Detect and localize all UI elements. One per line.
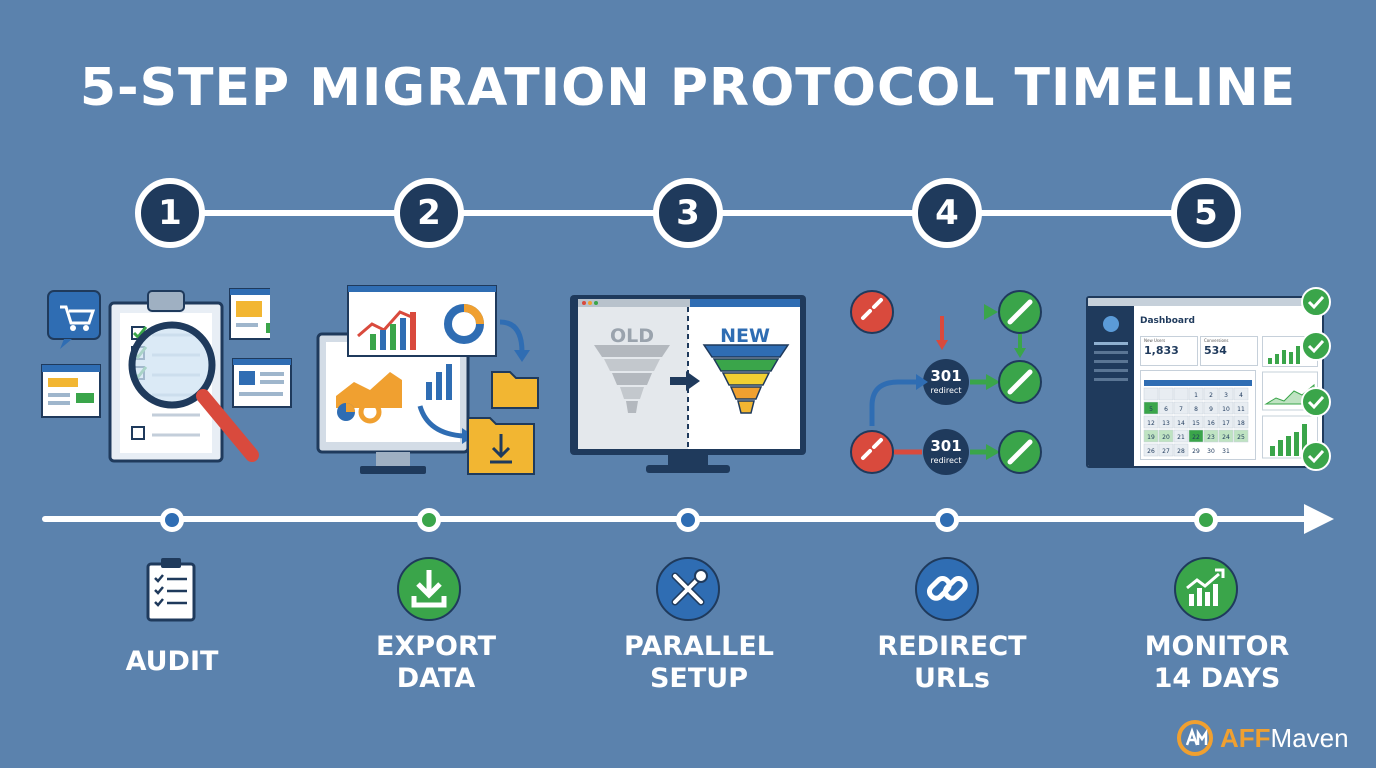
check-badges — [1301, 287, 1331, 471]
timeline-arrowhead — [1304, 504, 1334, 534]
calendar-day: 11 — [1237, 406, 1245, 413]
calendar-day: 6 — [1164, 406, 1168, 413]
calendar-day: 29 — [1192, 448, 1200, 455]
calendar-day: 24 — [1222, 434, 1230, 441]
calendar-day: 12 — [1147, 420, 1155, 427]
timeline-dot-1 — [160, 508, 184, 532]
step-1-number: 1 — [135, 178, 205, 248]
calendar-day: 25 — [1237, 434, 1245, 441]
calendar-day: 31 — [1222, 448, 1230, 455]
step-4-number: 4 — [912, 178, 982, 248]
dashboard-title: Dashboard — [1140, 316, 1195, 326]
timeline-dot-3 — [676, 508, 700, 532]
page-title: 5-STEP MIGRATION PROTOCOL TIMELINE — [79, 58, 1297, 118]
calendar-day: 13 — [1162, 420, 1170, 427]
audit-illustration — [41, 288, 270, 463]
calendar-day: 8 — [1194, 406, 1198, 413]
calendar-day: 9 — [1209, 406, 1213, 413]
audit-doc-icon — [232, 358, 292, 408]
calendar-day: 18 — [1237, 420, 1245, 427]
affmaven-logo-text: AFFMaven — [1220, 722, 1349, 753]
calendar-day: 21 — [1177, 434, 1185, 441]
affmaven-logo-icon — [1177, 720, 1213, 756]
metric-card-users: New Users 1,833 — [1140, 336, 1198, 366]
export-data-illustration — [316, 285, 539, 475]
calendar-day: 2 — [1209, 392, 1213, 399]
step-3-number: 3 — [653, 178, 723, 248]
calendar-day: 17 — [1222, 420, 1230, 427]
dashboard-sidebar — [1088, 306, 1134, 466]
calendar-day: 27 — [1162, 448, 1170, 455]
calendar-day: 10 — [1222, 406, 1230, 413]
calendar-day: 1 — [1194, 392, 1198, 399]
step-1-label: AUDIT — [125, 646, 219, 677]
dashboard-window: Dashboard New Users 1,833 Conversions 53… — [1086, 296, 1324, 468]
parallel-setup-illustration — [570, 295, 806, 473]
calendar-day: 19 — [1147, 434, 1155, 441]
timeline-dot-2 — [417, 508, 441, 532]
step-5-number: 5 — [1171, 178, 1241, 248]
calendar-day: 16 — [1207, 420, 1215, 427]
affmaven-logo: AFFMaven — [1176, 718, 1349, 758]
growth-chart-icon — [1174, 557, 1238, 621]
calendar-day: 30 — [1207, 448, 1215, 455]
redirect-sub-1: redirect — [930, 386, 962, 395]
calendar-day: 5 — [1149, 406, 1153, 413]
metric-card-conversions: Conversions 534 — [1200, 336, 1258, 366]
step-2-number: 2 — [394, 178, 464, 248]
calendar-day: 7 — [1179, 406, 1183, 413]
calendar-day: 4 — [1239, 392, 1243, 399]
calendar-day: 3 — [1224, 392, 1228, 399]
old-site-label: OLD — [609, 325, 655, 347]
calendar-day: 28 — [1177, 448, 1185, 455]
calendar-day: 20 — [1162, 434, 1170, 441]
calendar-day: 22 — [1192, 434, 1200, 441]
timeline-dot-4 — [935, 508, 959, 532]
clipboard-checklist-icon — [146, 558, 196, 622]
calendar-day: 14 — [1177, 420, 1185, 427]
timeline-dot-5 — [1194, 508, 1218, 532]
redirect-sub-2: redirect — [930, 456, 962, 465]
new-site-label: NEW — [720, 325, 770, 347]
wrench-screwdriver-icon — [656, 557, 720, 621]
download-icon — [397, 557, 461, 621]
calendar-day: 23 — [1207, 434, 1215, 441]
calendar-day: 26 — [1147, 448, 1155, 455]
redirect-code-2: 301 — [930, 437, 962, 455]
link-icon — [915, 557, 979, 621]
calendar-day: 15 — [1192, 420, 1200, 427]
redirect-urls-illustration — [850, 290, 1042, 475]
redirect-code-1: 301 — [930, 367, 962, 385]
